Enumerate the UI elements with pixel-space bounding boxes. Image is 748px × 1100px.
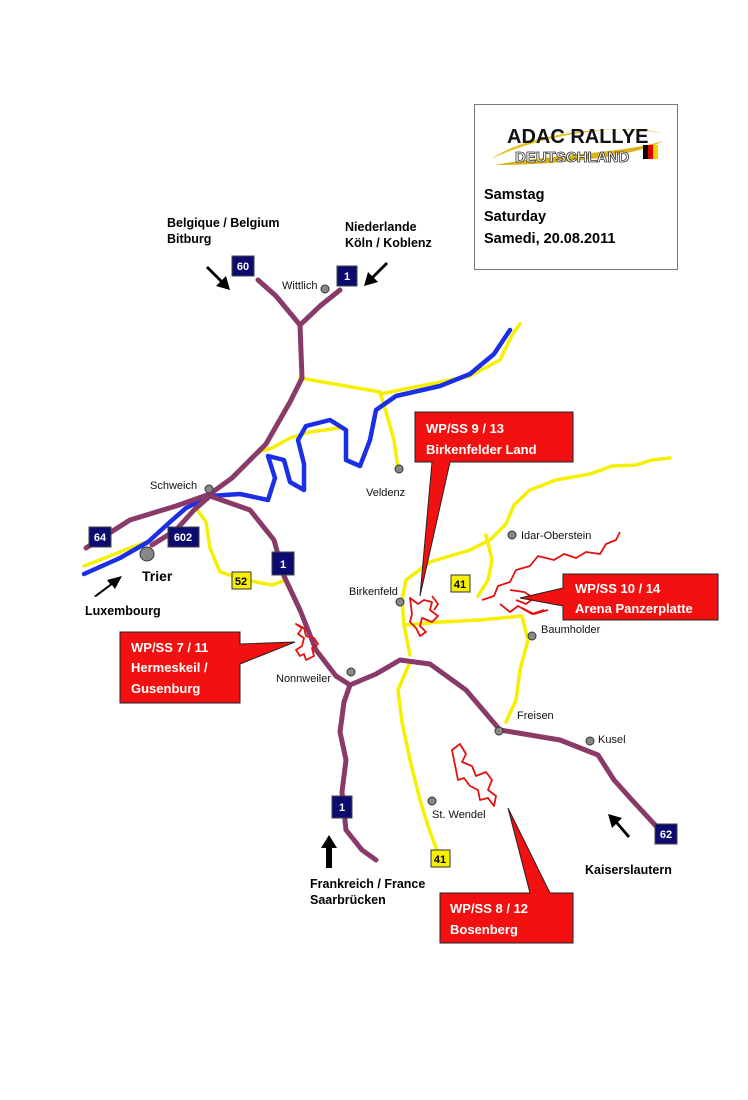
shield-b41-south: 41 — [430, 849, 451, 868]
svg-text:41: 41 — [434, 854, 446, 866]
svg-text:1: 1 — [344, 271, 350, 283]
town-kusel: Kusel — [598, 734, 626, 746]
svg-text:Birkenfelder Land: Birkenfelder Land — [426, 442, 537, 457]
town-birkenfeld: Birkenfeld — [349, 586, 398, 598]
svg-text:DEUTSCHLAND: DEUTSCHLAND — [515, 149, 629, 166]
event-info-box: ADAC RALLYE DEUTSCHLAND Samstag Saturday… — [474, 104, 678, 270]
svg-text:52: 52 — [235, 576, 247, 588]
svg-text:62: 62 — [660, 829, 672, 841]
label-belgium: Belgique / Belgium — [167, 216, 280, 230]
shield-a64: 64 — [88, 526, 112, 548]
svg-text:1: 1 — [280, 559, 286, 571]
town-freisen: Freisen — [517, 710, 554, 722]
svg-text:41: 41 — [454, 579, 466, 591]
label-luxembourg: Luxembourg — [85, 604, 161, 618]
svg-text:ADAC RALLYE: ADAC RALLYE — [507, 126, 649, 148]
town-veldenz: Veldenz — [366, 487, 405, 499]
label-bitburg: Bitburg — [167, 232, 211, 246]
shield-b52: 52 — [231, 571, 252, 590]
svg-text:602: 602 — [174, 532, 192, 544]
direction-arrows — [94, 262, 630, 868]
svg-text:Gusenburg: Gusenburg — [131, 681, 200, 696]
svg-text:1: 1 — [339, 802, 345, 814]
arrow-from-belgium-icon — [206, 266, 230, 290]
town-schweich: Schweich — [150, 480, 197, 492]
special-stages — [295, 531, 621, 807]
shield-a602: 602 — [167, 526, 200, 548]
callout-stage-10-14: WP/SS 10 / 14 Arena Panzerplatte — [519, 573, 719, 621]
shield-a1-mid: 1 — [271, 551, 295, 576]
svg-text:64: 64 — [94, 532, 107, 544]
shield-a1-north: 1 — [336, 265, 358, 287]
svg-text:60: 60 — [237, 261, 249, 273]
label-saarbruecken: Saarbrücken — [310, 893, 386, 907]
day-english: Saturday — [484, 209, 547, 225]
town-trier: Trier — [142, 568, 173, 584]
towns: Wittlich Schweich Trier Veldenz Birkenfe… — [139, 280, 626, 821]
svg-text:Bosenberg: Bosenberg — [450, 922, 518, 937]
callout-stage-9-13: WP/SS 9 / 13 Birkenfelder Land — [414, 411, 574, 597]
river-mosel — [81, 327, 513, 577]
day-german: Samstag — [484, 187, 545, 203]
label-netherlands: Niederlande — [345, 220, 417, 234]
callout-stage-7-11: WP/SS 7 / 11 Hermeskeil / Gusenburg — [119, 631, 296, 704]
road-shields: 60 1 64 602 1 52 41 1 41 62 — [88, 255, 678, 868]
svg-text:Arena Panzerplatte: Arena Panzerplatte — [575, 601, 693, 616]
svg-text:WP/SS 7 / 11: WP/SS 7 / 11 — [131, 640, 208, 655]
direction-labels: Belgique / Belgium Bitburg Niederlande K… — [85, 216, 672, 907]
town-baumholder: Baumholder — [541, 624, 601, 636]
label-france: Frankreich / France — [310, 877, 425, 891]
motorways — [83, 277, 659, 863]
town-idar-oberstein: Idar-Oberstein — [521, 530, 591, 542]
adac-rallye-logo: ADAC RALLYE DEUTSCHLAND — [491, 126, 663, 166]
day-french-date: Samedi, 20.08.2011 — [484, 231, 616, 247]
svg-text:WP/SS 8 / 12: WP/SS 8 / 12 — [450, 901, 528, 916]
label-kaiserslautern: Kaiserslautern — [585, 863, 672, 877]
secondary-roads — [82, 322, 672, 860]
arrow-from-kaiserslautern-icon — [608, 814, 630, 838]
svg-text:Hermeskeil /: Hermeskeil / — [131, 660, 208, 675]
arrow-from-france-icon — [321, 835, 337, 868]
svg-text:WP/SS 9 / 13: WP/SS 9 / 13 — [426, 421, 504, 436]
shield-a1-south: 1 — [331, 795, 353, 819]
svg-text:WP/SS 10 / 14: WP/SS 10 / 14 — [575, 581, 661, 596]
arrow-from-netherlands-icon — [364, 262, 388, 286]
town-nonnweiler: Nonnweiler — [276, 673, 331, 685]
town-st-wendel: St. Wendel — [432, 809, 486, 821]
shield-a60: 60 — [231, 255, 255, 277]
label-koeln-koblenz: Köln / Koblenz — [345, 236, 432, 250]
arrow-from-luxembourg-icon — [94, 576, 122, 597]
shield-a62: 62 — [654, 823, 678, 845]
callout-stage-8-12: WP/SS 8 / 12 Bosenberg — [439, 807, 574, 944]
shield-b41-north: 41 — [450, 574, 471, 593]
town-wittlich: Wittlich — [282, 280, 317, 292]
